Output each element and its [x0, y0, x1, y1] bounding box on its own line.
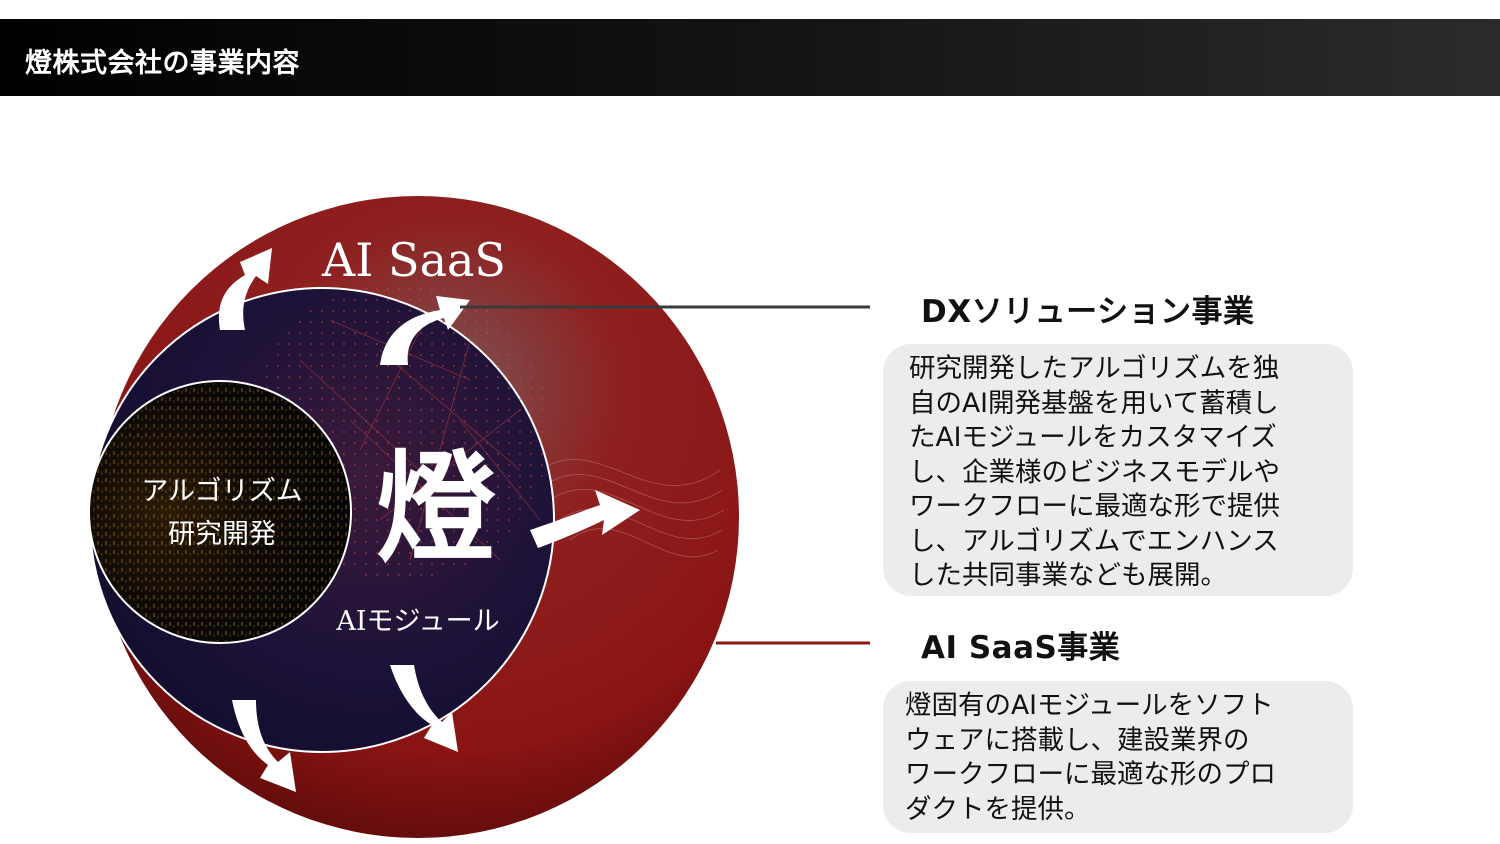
middle-label-kanji: 燈 [376, 438, 496, 579]
dx-description-line: 自のAI開発基盤を用いて蓄積し [909, 387, 1279, 419]
arrow-upper-right-icon [380, 296, 470, 365]
network-lines [299, 319, 541, 561]
arrow-group [218, 248, 640, 792]
wave-texture [539, 458, 725, 558]
dx-description-line: した共同事業なども展開。 [909, 560, 1227, 591]
arrow-down-left-icon [232, 700, 296, 792]
dx-description-line: し、企業様のビジネスモデルや [909, 456, 1280, 488]
dx-description-line: 研究開発したアルゴリズムを独 [909, 353, 1280, 384]
saas-section-title: AI SaaS事業 [921, 630, 1121, 666]
saas-description-box: 燈固有のAIモジュールをソフト ウェアに搭載し、建設業界の ワークフローに最適な… [883, 681, 1353, 833]
inner-label-line-1: アルゴリズム [141, 476, 302, 507]
dx-description-box: 研究開発したアルゴリズムを独 自のAI開発基盤を用いて蓄積し たAIモジュールを… [883, 344, 1353, 596]
arrow-down-right-icon [390, 665, 458, 752]
saas-description-line: ウェアに搭載し、建設業界の [905, 724, 1250, 756]
arrow-right-icon [530, 490, 640, 548]
binary-texture [91, 383, 349, 641]
dx-description-line: し、アルゴリズムでエンハンス [909, 525, 1279, 557]
arrow-up-left-icon [218, 248, 272, 330]
header-bar: 燈株式会社の事業内容 [0, 19, 1500, 96]
middle-label-sub: AIモジュール [335, 606, 499, 637]
page-title: 燈株式会社の事業内容 [25, 48, 300, 79]
outer-label: AI SaaS [321, 233, 506, 287]
dx-description-line: たAIモジュールをカスタマイズ [909, 422, 1277, 453]
dx-description-line: ワークフローに最適な形で提供 [909, 491, 1280, 522]
saas-description-line: ワークフローに最適な形のプロ [905, 759, 1276, 790]
inner-label-line-2: 研究開発 [168, 519, 276, 550]
saas-description-line: 燈固有のAIモジュールをソフト [905, 690, 1274, 721]
dx-section-title: DXソリューション事業 [921, 294, 1255, 330]
saas-description-line: ダクトを提供。 [905, 793, 1091, 825]
